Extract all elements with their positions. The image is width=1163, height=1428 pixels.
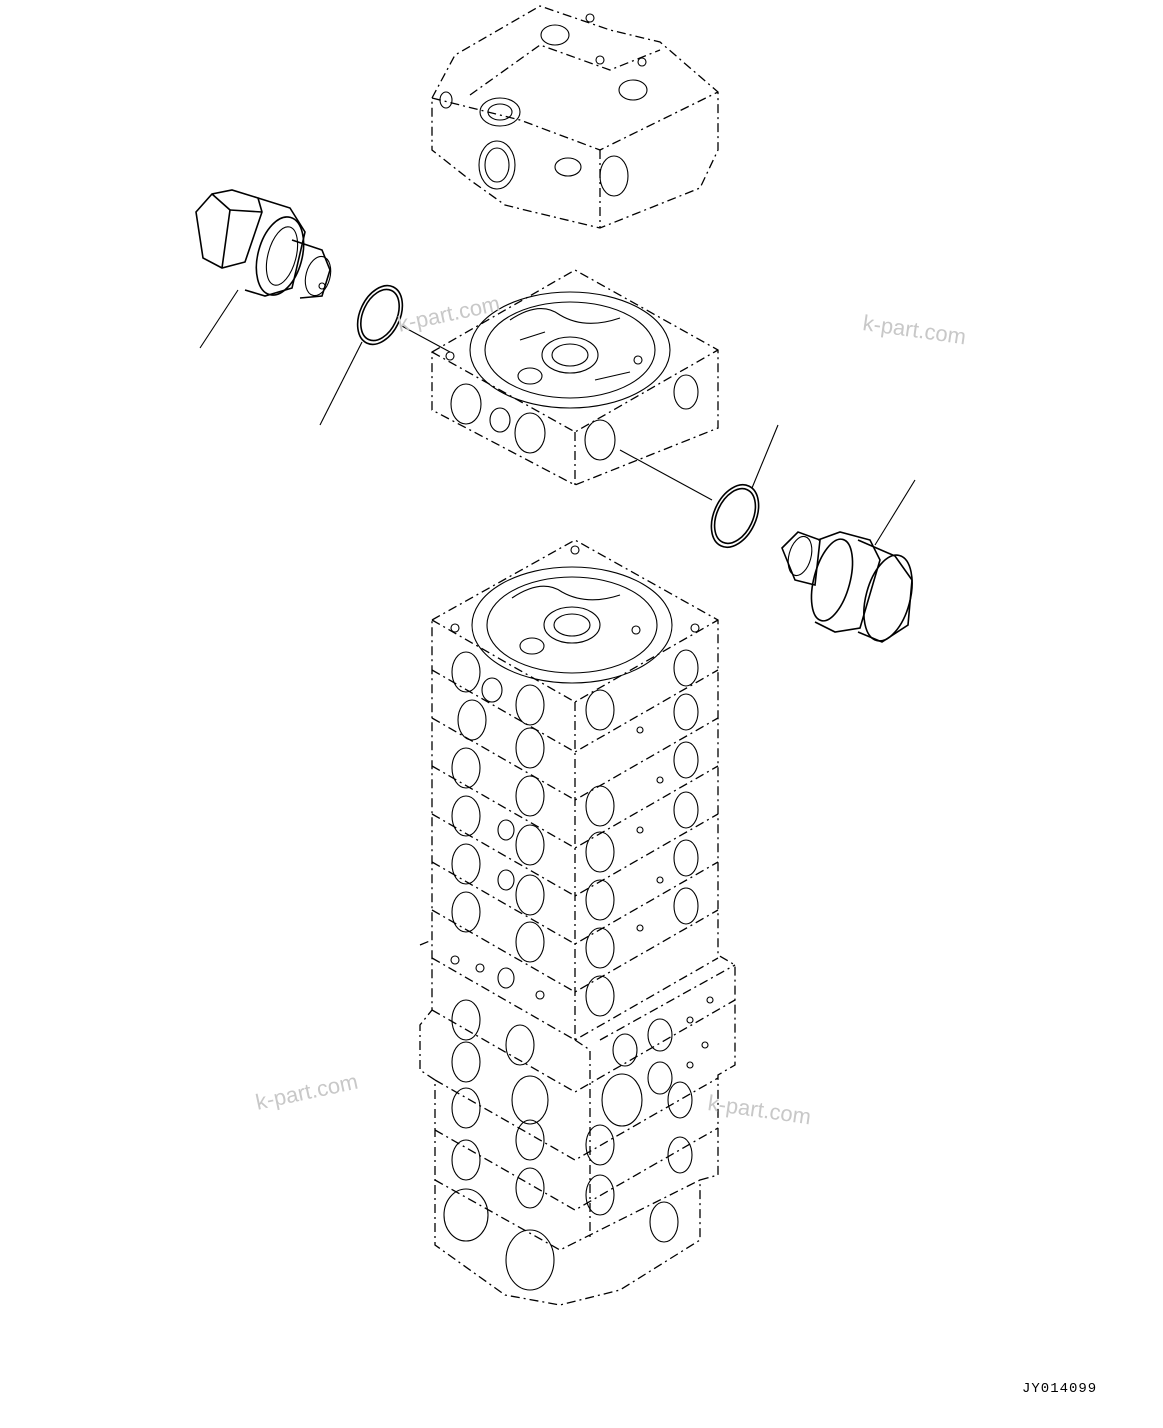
relief-valve-left [195,189,332,349]
upper-end-cover [431,5,719,229]
o-ring-left [319,284,451,426]
control-valve-body [419,539,736,1306]
valve-section [431,269,719,486]
drawing-code: JY014099 [1022,1381,1098,1397]
relief-valve-right [781,479,916,643]
o-ring-right [619,424,779,548]
